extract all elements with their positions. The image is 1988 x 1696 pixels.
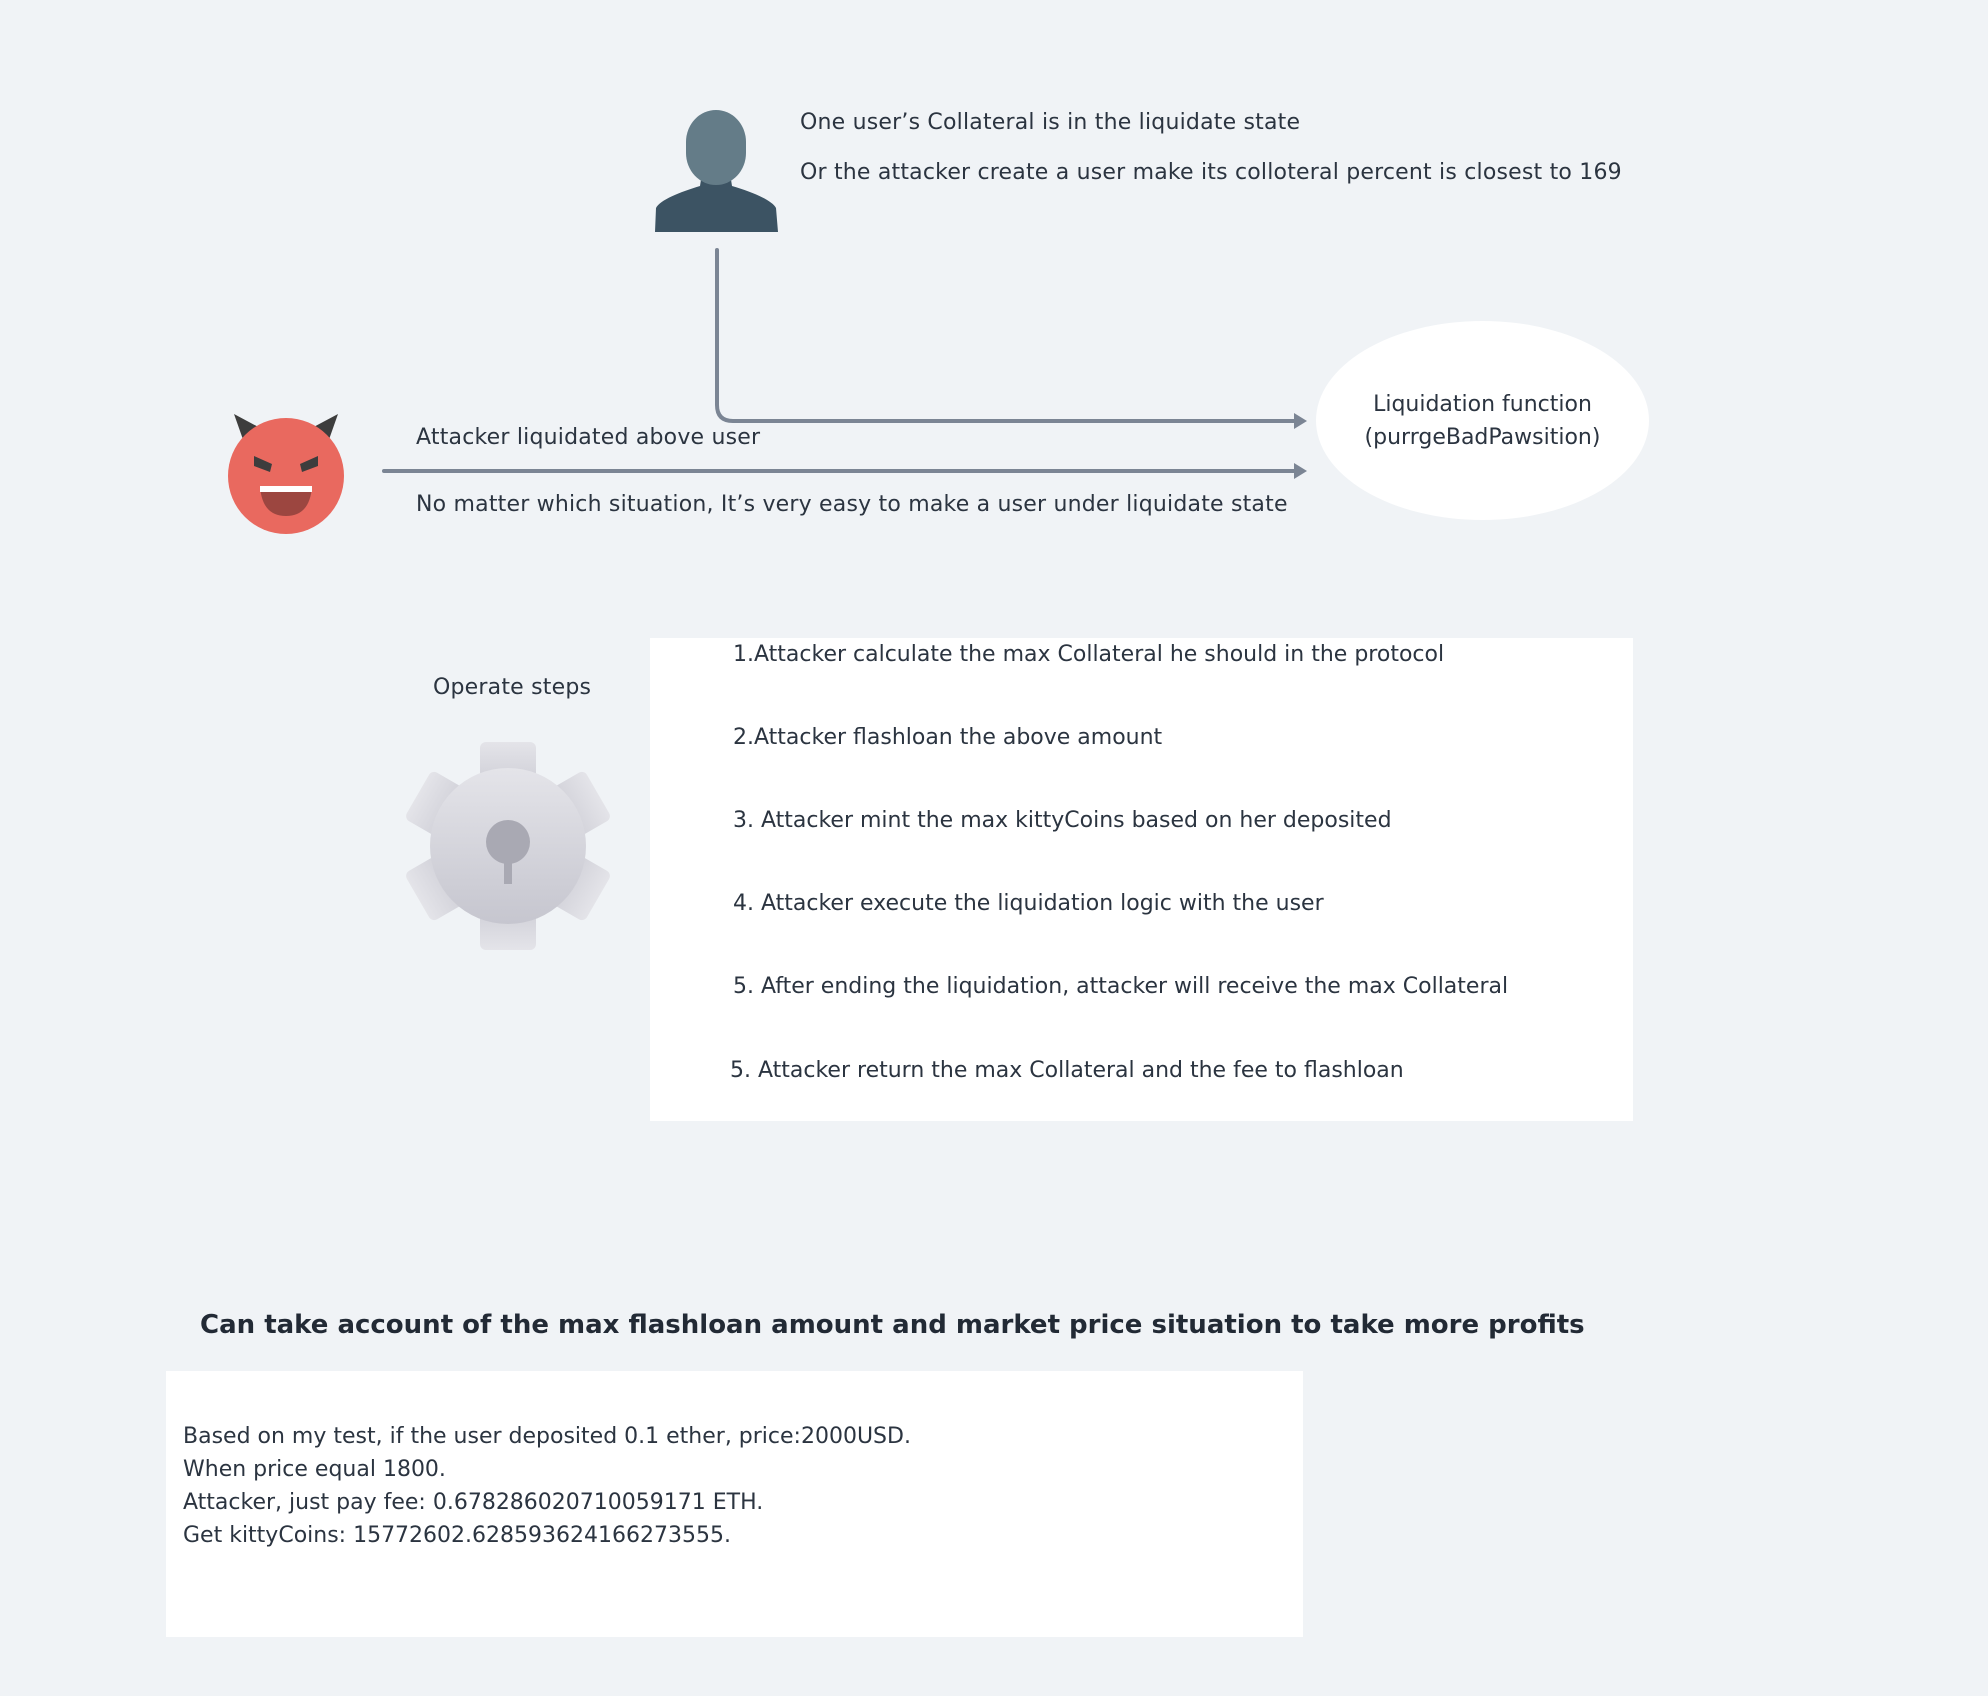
result-line: Attacker, just pay fee: 0.67828602071005… xyxy=(183,1490,764,1515)
user-to-liquidation-arrow xyxy=(715,248,1297,423)
step-item: 2.Attacker flashloan the above amount xyxy=(733,725,1163,750)
user-note-1: One user’s Collateral is in the liquidat… xyxy=(800,110,1301,135)
user-arrowhead xyxy=(1294,413,1307,429)
user-note-2: Or the attacker create a user make its c… xyxy=(800,160,1622,185)
liquidation-function-name: (purrgeBadPawsition) xyxy=(1364,424,1601,450)
operate-steps-label: Operate steps xyxy=(433,675,592,700)
result-line: Get kittyCoins: 15772602.628593624166273… xyxy=(183,1523,731,1548)
result-line: Based on my test, if the user deposited … xyxy=(183,1424,911,1449)
step-item: 5. After ending the liquidation, attacke… xyxy=(733,974,1509,999)
user-icon xyxy=(655,110,778,232)
step-item: 4. Attacker execute the liquidation logi… xyxy=(733,891,1324,916)
test-result-panel: Based on my test, if the user deposited … xyxy=(166,1371,1303,1637)
liquidation-function-title: Liquidation function xyxy=(1373,391,1592,417)
step-item: 5. Attacker return the max Collateral an… xyxy=(730,1058,1404,1083)
attacker-label-above: Attacker liquidated above user xyxy=(416,425,761,450)
step-item: 3. Attacker mint the max kittyCoins base… xyxy=(733,808,1392,833)
gear-icon xyxy=(406,742,610,950)
result-line: When price equal 1800. xyxy=(183,1457,446,1482)
profit-heading: Can take account of the max flashloan am… xyxy=(200,1310,1585,1340)
attacker-label-below: No matter which situation, It’s very eas… xyxy=(416,492,1288,517)
steps-panel: 1.Attacker calculate the max Collateral … xyxy=(650,638,1633,1121)
liquidation-function-node: Liquidation function (purrgeBadPawsition… xyxy=(1316,321,1649,520)
attacker-arrowhead xyxy=(1294,463,1307,479)
devil-face-icon xyxy=(228,414,344,534)
step-item: 1.Attacker calculate the max Collateral … xyxy=(733,642,1445,667)
